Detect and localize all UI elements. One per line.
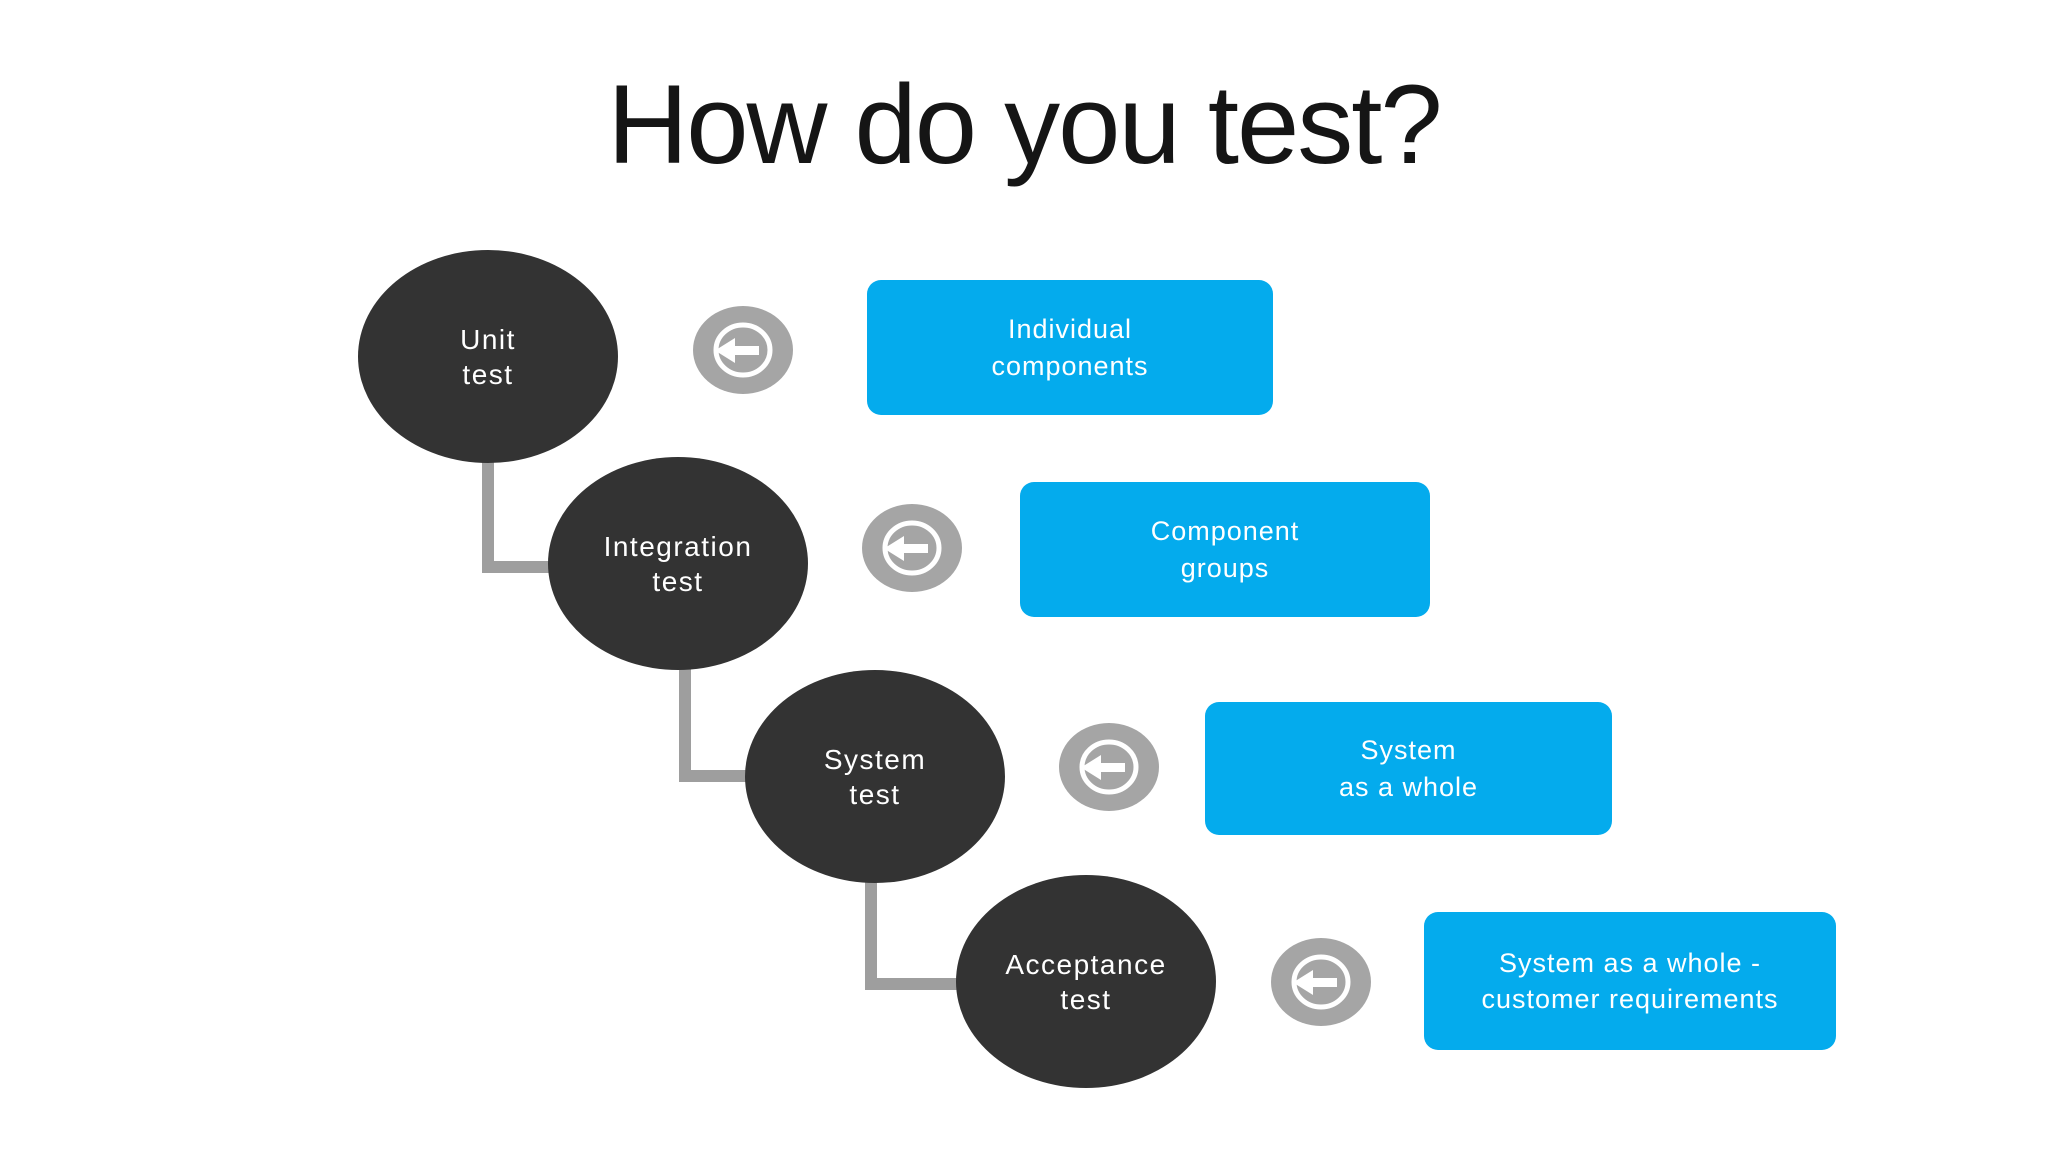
arrow-left-circle-icon [1059,723,1159,811]
target-box-component-groups: Component groups [1020,482,1430,617]
connector-integration-to-system-horizontal [679,770,764,782]
arrow-left-circle-icon [862,504,962,592]
page-title: How do you test? [607,62,1442,187]
target-box-system-customer-requirements: System as a whole - customer requirement… [1424,912,1836,1050]
stage-circle-unit-test: Unit test [358,250,618,463]
connector-system-to-acceptance-vertical [865,855,877,990]
stage-circle-system-test: System test [745,670,1005,883]
target-box-individual-components: Individual components [867,280,1273,415]
connector-system-to-acceptance-horizontal [865,978,970,990]
stage-circle-acceptance-test: Acceptance test [956,875,1216,1088]
connector-unit-to-integration-vertical [482,430,494,573]
arrow-left-circle-icon [1271,938,1371,1026]
arrow-left-circle-icon [693,306,793,394]
connector-integration-to-system-vertical [679,640,691,782]
connector-unit-to-integration-horizontal [482,561,567,573]
target-box-system-as-a-whole: System as a whole [1205,702,1612,835]
stage-circle-integration-test: Integration test [548,457,808,670]
